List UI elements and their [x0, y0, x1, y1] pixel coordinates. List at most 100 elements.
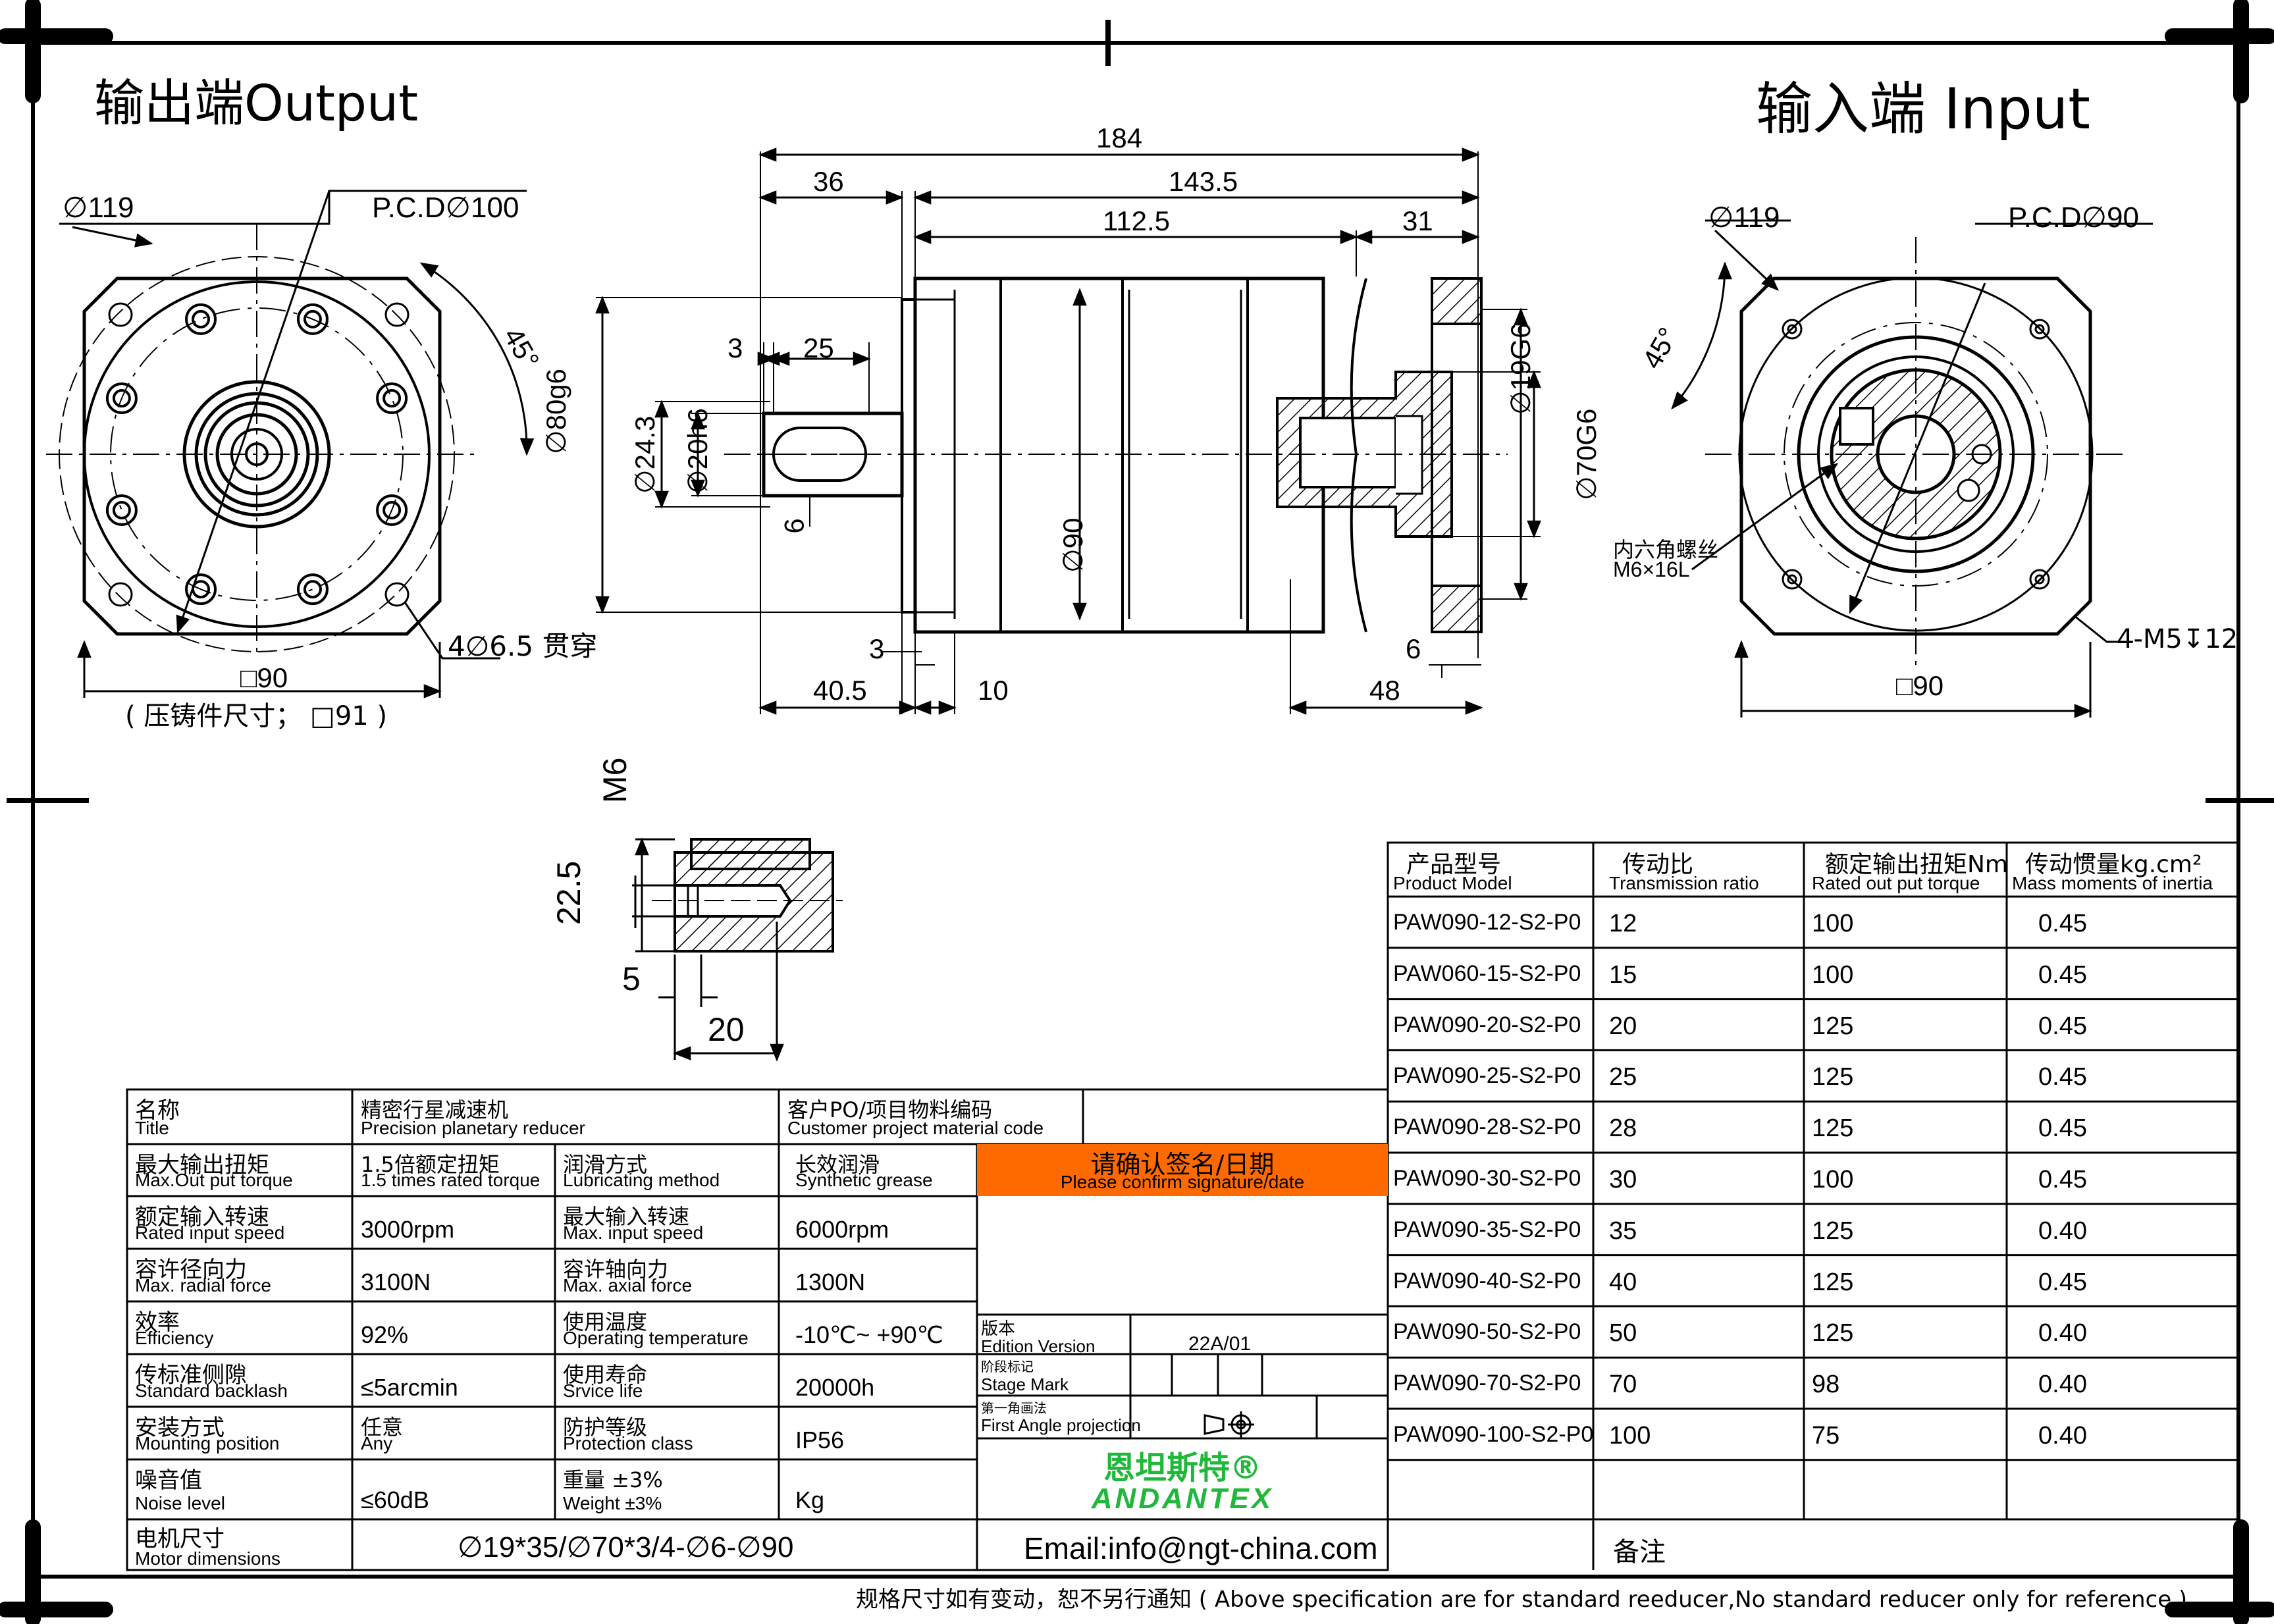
- footer-note: 规格尺寸如有变动，恕不另行通知 ( Above specification ar…: [856, 1586, 2188, 1613]
- heading-input: 输入端 Input: [1756, 76, 2091, 142]
- input-tapped-holes: 4-M5↧12: [2117, 624, 2238, 654]
- spec-value2-en: Synthetic grease: [795, 1170, 933, 1190]
- bolt-hole-inner: [112, 389, 131, 408]
- bolt-hole-inner: [383, 389, 402, 408]
- inertia-cell: 0.40: [2038, 1319, 2087, 1348]
- mounting-hole: [384, 302, 410, 327]
- input-dia-label: ∅119: [1708, 201, 1780, 234]
- ratio-cell: 15: [1609, 960, 1637, 989]
- spec-value-en: Any: [361, 1433, 393, 1454]
- model-cell: PAW090-28-S2-P0: [1393, 1114, 1581, 1140]
- first-angle-projection-symbol: [1203, 1411, 1254, 1438]
- model-cell: PAW090-40-S2-P0: [1393, 1268, 1581, 1294]
- tapped-hole: [2029, 569, 2050, 590]
- dim-143-5: 143.5: [1169, 166, 1238, 197]
- spec-key-en: Title: [135, 1118, 169, 1138]
- ratio-cell: 28: [1609, 1114, 1637, 1143]
- bolt-hole-inner: [192, 309, 211, 328]
- spec-key2-en: Lubricating method: [563, 1170, 720, 1190]
- bolt-hole-inner: [303, 309, 322, 328]
- spec-key-en: Noise level: [135, 1493, 225, 1513]
- spec-key2-cn: 使用寿命: [563, 1362, 648, 1387]
- tapped-hole: [1782, 569, 1803, 590]
- output-square-label: □90: [240, 662, 288, 693]
- ratio-cell: 40: [1609, 1268, 1637, 1296]
- projection-cn: 第一角画法: [981, 1400, 1047, 1416]
- spec-value-cn: 任意: [361, 1415, 404, 1440]
- model-header-cn: 传动比: [1622, 851, 1694, 878]
- spec-value2-cn: 长效润滑: [795, 1152, 880, 1177]
- spec-value2: IP56: [795, 1427, 845, 1454]
- spec-key-en: Mounting position: [135, 1433, 280, 1454]
- ratio-cell: 12: [1609, 910, 1637, 937]
- ratio-cell: 30: [1609, 1166, 1637, 1193]
- inertia-cell: 0.45: [2038, 1268, 2087, 1296]
- spec-key-cn: 最大输出扭矩: [135, 1152, 269, 1178]
- dim-dia-19: ∅19G6: [1505, 323, 1536, 415]
- dim-48: 48: [1369, 675, 1400, 706]
- output-casting-note: ( 压铸件尺寸； □91 ): [125, 701, 388, 731]
- bolt-hole: [185, 573, 217, 606]
- inertia-cell: 0.45: [2038, 910, 2087, 937]
- torque-cell: 125: [1812, 1319, 1854, 1348]
- model-header-en: Rated out put torque: [1812, 873, 1980, 893]
- side-section-view: [595, 147, 1541, 715]
- spec-key-cn: 效率: [135, 1309, 180, 1336]
- torque-cell: 98: [1812, 1371, 1840, 1399]
- model-header-en: Transmission ratio: [1609, 873, 1759, 893]
- thread-5: 5: [622, 960, 641, 997]
- spec-key2-en: Weight ±3%: [563, 1493, 662, 1513]
- torque-cell: 100: [1812, 1166, 1854, 1193]
- spec-value-en: 1.5 times rated torque: [361, 1170, 541, 1190]
- motor-dimensions-value: ∅19*35/∅70*3/4-∅6-∅90: [458, 1531, 794, 1563]
- confirm-highlight: [977, 1144, 1388, 1196]
- spec-key-en: Efficiency: [135, 1328, 214, 1348]
- torque-cell: 125: [1812, 1217, 1854, 1245]
- model-cell: PAW090-50-S2-P0: [1393, 1319, 1581, 1345]
- dim-25: 25: [803, 332, 834, 363]
- dim-dia-20: ∅20h6: [682, 407, 713, 494]
- dim-31: 31: [1402, 205, 1433, 236]
- stage-cn: 阶段标记: [981, 1359, 1034, 1375]
- ratio-cell: 70: [1609, 1371, 1637, 1399]
- spec-value: 92%: [361, 1321, 409, 1348]
- tapped-hole: [1782, 319, 1803, 340]
- spec-value-en: Precision planetary reducer: [361, 1118, 585, 1138]
- spec-key2-en: Operating temperature: [563, 1328, 749, 1348]
- spec-key-en: Standard backlash: [135, 1380, 288, 1401]
- spec-value-cn: 精密行星减速机: [361, 1097, 509, 1122]
- dim-dia-70: ∅70G6: [1571, 408, 1602, 500]
- bolt-hole: [376, 494, 408, 526]
- output-holes-label: 4∅6.5 贯穿: [448, 630, 598, 662]
- bolt-hole-inner: [303, 580, 322, 599]
- dim-3-bottom: 3: [869, 633, 885, 664]
- input-pcd-label: P.C.D∅90: [2008, 201, 2139, 234]
- torque-cell: 75: [1812, 1422, 1840, 1450]
- ratio-cell: 25: [1609, 1063, 1637, 1091]
- torque-cell: 125: [1812, 1063, 1854, 1091]
- ratio-cell: 20: [1609, 1012, 1637, 1040]
- torque-cell: 125: [1812, 1012, 1854, 1040]
- edition-value: 22A/01: [1188, 1333, 1252, 1355]
- model-header-en: Mass moments of inertia: [2012, 873, 2213, 893]
- motor-dimensions-en: Motor dimensions: [135, 1548, 280, 1569]
- brand-logo-en: ANDANTEX: [1091, 1482, 1274, 1515]
- dim-3-top: 3: [727, 332, 743, 363]
- dim-6-bottom: 6: [1406, 633, 1421, 664]
- contact-email[interactable]: Email:info@ngt-china.com: [1024, 1531, 1378, 1565]
- spec-value: 3000rpm: [361, 1216, 455, 1243]
- spec-key-en: Rated input speed: [135, 1222, 285, 1243]
- bolt-hole: [105, 382, 138, 415]
- model-cell: PAW090-100-S2-P0: [1393, 1422, 1594, 1447]
- bolt-hole: [296, 303, 329, 335]
- output-flange-view: [46, 190, 535, 698]
- torque-cell: 125: [1812, 1268, 1854, 1296]
- spec-value2: Kg: [795, 1486, 825, 1513]
- edition-cn: 版本: [981, 1319, 1016, 1339]
- dim-dia-80: ∅80g6: [541, 368, 571, 454]
- model-cell: PAW060-15-S2-P0: [1393, 960, 1581, 986]
- output-dia-label: ∅119: [63, 192, 134, 224]
- model-cell: PAW090-25-S2-P0: [1393, 1063, 1581, 1089]
- spec-key-cn: 安装方式: [135, 1415, 225, 1441]
- brand-logo-cn: 恩坦斯特®: [1103, 1450, 1261, 1486]
